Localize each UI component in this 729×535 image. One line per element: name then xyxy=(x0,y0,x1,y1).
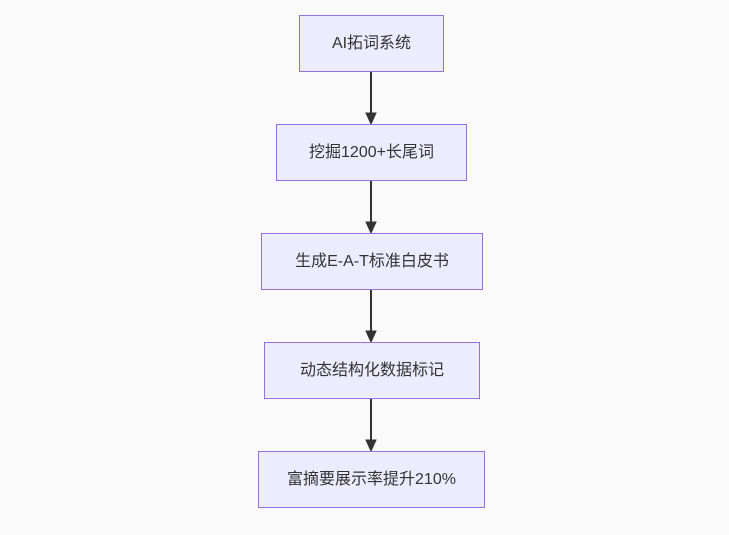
flow-node-mine-longtail-keywords: 挖掘1200+长尾词 xyxy=(276,124,467,181)
arrow-down-icon xyxy=(365,399,377,451)
arrow-down-icon xyxy=(365,290,377,342)
arrow-down-icon xyxy=(365,181,377,233)
flow-node-generate-eat-whitepaper: 生成E-A-T标准白皮书 xyxy=(261,233,483,290)
flow-node-rich-snippet-rate-increase: 富摘要展示率提升210% xyxy=(258,451,485,508)
arrow-down-icon xyxy=(365,72,377,124)
flow-node-dynamic-structured-data-markup: 动态结构化数据标记 xyxy=(264,342,480,399)
flow-node-ai-word-expansion-system: AI拓词系统 xyxy=(299,15,444,72)
